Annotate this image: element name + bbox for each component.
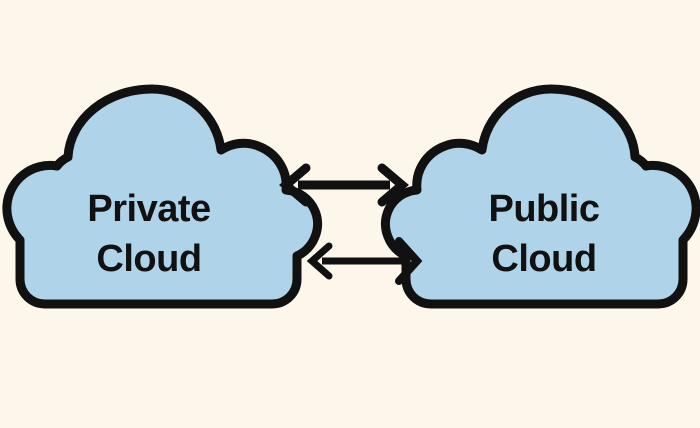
private-cloud-label-line2: Cloud [96, 238, 201, 280]
private-cloud-node[interactable]: Private Cloud [2, 84, 323, 309]
arrow-bottom-connector[interactable] [306, 237, 423, 285]
arrow-bottom-right-head [395, 237, 423, 285]
public-cloud-label-line1: Public [488, 188, 599, 230]
arrow-top-left-head [279, 163, 311, 207]
arrow-top-connector[interactable] [279, 163, 409, 207]
private-cloud-shape [2, 84, 323, 309]
arrow-bottom-left-head [306, 242, 333, 280]
private-cloud-label-line1: Private [87, 188, 210, 230]
public-cloud-label-line2: Cloud [491, 238, 596, 280]
public-cloud-shape [380, 84, 700, 309]
arrow-top-right-head [377, 163, 409, 207]
public-cloud-node[interactable]: Public Cloud [380, 84, 700, 309]
